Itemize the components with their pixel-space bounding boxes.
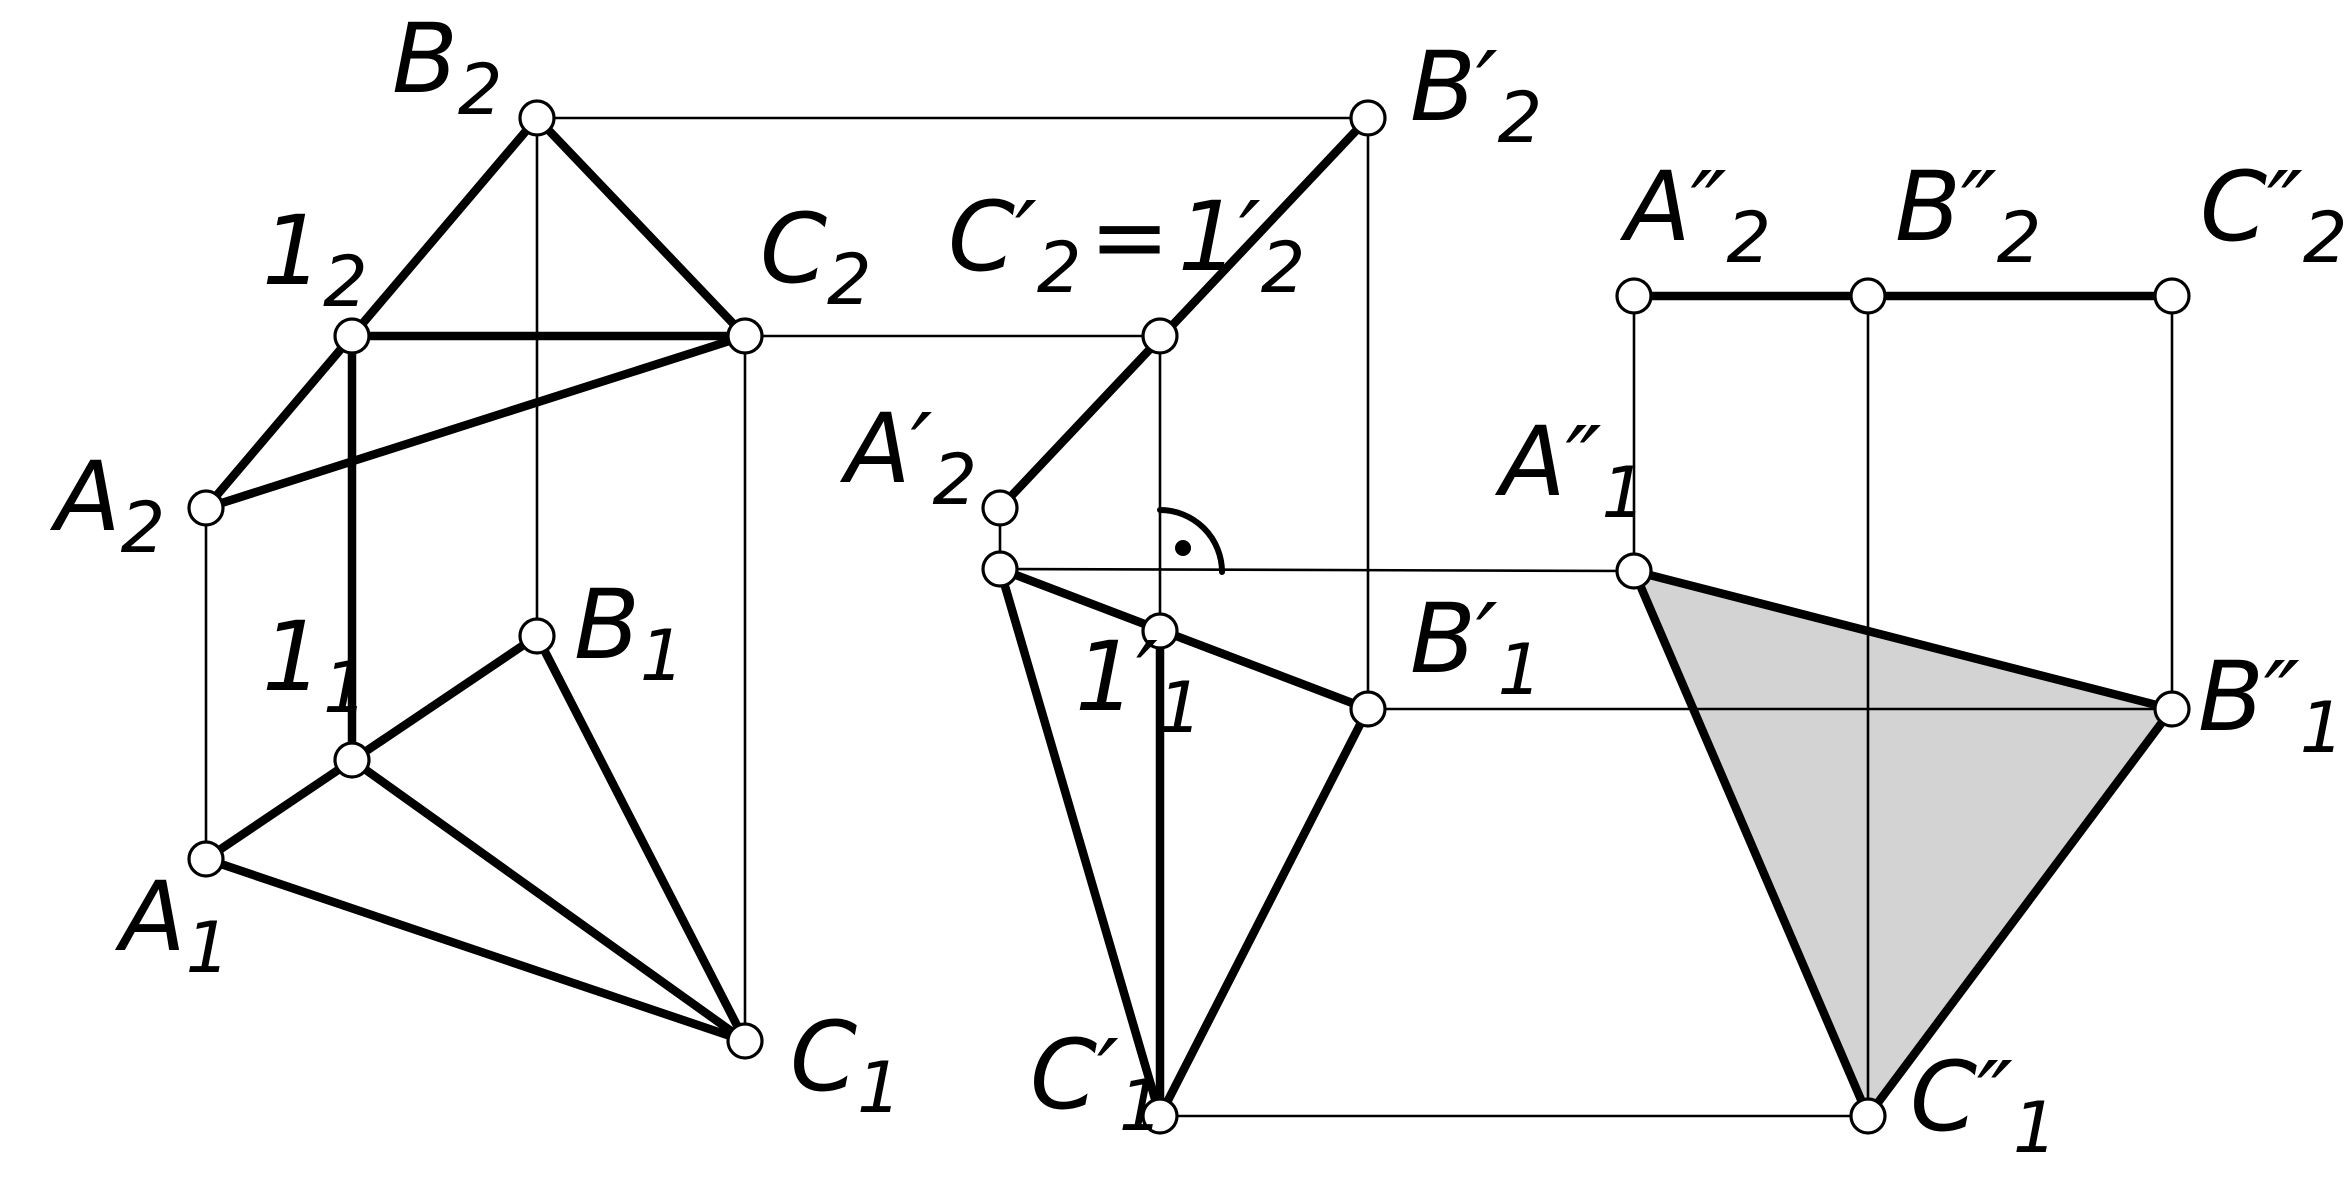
point-ap2 — [981, 489, 1019, 527]
object-lines — [201, 113, 2177, 1121]
edge-ap1-cp1 — [995, 564, 1165, 1121]
point-a1 — [187, 840, 225, 878]
point-ad1 — [1615, 552, 1653, 590]
label-ad1: A″1 — [1494, 406, 1646, 534]
edge-a1-b1 — [201, 631, 542, 864]
edge-bp1-cp1 — [1155, 704, 1373, 1121]
point-bp1 — [1349, 690, 1387, 728]
point-bd2 — [1849, 277, 1887, 315]
label-bd1: B″1 — [2198, 641, 2344, 769]
label-ad2: A″2 — [1619, 151, 1771, 279]
edge-a1-c1 — [201, 854, 750, 1046]
link-ap1-ad1 — [998, 567, 1636, 573]
edge-11-c1 — [347, 755, 750, 1046]
edge-ad1-bd1 — [1629, 566, 2177, 714]
label-12: 12 — [262, 195, 368, 323]
point-ap1 — [981, 550, 1019, 588]
label-bp1: B′1 — [1410, 583, 1542, 711]
point-b2 — [518, 99, 556, 137]
point-c2 — [726, 317, 764, 355]
label-c1: C1 — [790, 1001, 902, 1129]
shaded-triangle-face — [1634, 571, 2172, 1116]
points — [187, 99, 2191, 1135]
label-cp1: C′1 — [1030, 1019, 1163, 1147]
point-bp2 — [1349, 99, 1387, 137]
right-angle-arc — [1157, 507, 1225, 575]
point-bd1 — [2153, 690, 2191, 728]
edge-a2-c2 — [201, 331, 750, 513]
label-cd1: C″1 — [1910, 1041, 2057, 1169]
point-cp1 — [1141, 1097, 1179, 1135]
label-a2: A2 — [49, 441, 165, 569]
point-cd2 — [2153, 277, 2191, 315]
edge-ad1-cd1 — [1629, 566, 1873, 1121]
label-c2: C2 — [760, 193, 872, 321]
label-a1: A1 — [114, 861, 230, 989]
label-11: 11 — [262, 601, 368, 729]
edge-ap2-bp2 — [995, 113, 1373, 513]
label-b2: B2 — [392, 3, 502, 131]
point-b1 — [518, 617, 556, 655]
point-ad2 — [1615, 277, 1653, 315]
right-angle-dot — [1175, 540, 1191, 556]
edge-a2-b2 — [201, 113, 542, 513]
label-ap2: A′2 — [839, 393, 977, 521]
point-cd1 — [1849, 1097, 1887, 1135]
edge-ap1-bp1 — [995, 564, 1373, 714]
label-bd2: B″2 — [1895, 151, 2041, 279]
label-cp2-eq-1p2: C′2=1′2 — [948, 181, 1305, 309]
point-12 — [333, 317, 371, 355]
point-1p1 — [1141, 612, 1179, 650]
edge-b1-c1 — [532, 631, 750, 1046]
edge-b2-c2 — [532, 113, 750, 341]
projection-lines — [204, 116, 2174, 1118]
point-11 — [333, 741, 371, 779]
point-c1 — [726, 1022, 764, 1060]
label-1p1: 1′1 — [1075, 621, 1202, 749]
edge-bd1-cd1 — [1863, 704, 2177, 1121]
label-cd2: C″2 — [2200, 151, 2344, 279]
point-cp2 — [1141, 317, 1179, 355]
label-b1: B1 — [574, 569, 684, 697]
right-angle-mark — [1157, 507, 1225, 575]
point-a2 — [187, 489, 225, 527]
point-labels: B2 12 C2 A2 B1 11 A1 C1 B′2 C′2=1′2 A′2 — [49, 3, 2344, 1169]
label-bp2: B′2 — [1410, 31, 1542, 159]
